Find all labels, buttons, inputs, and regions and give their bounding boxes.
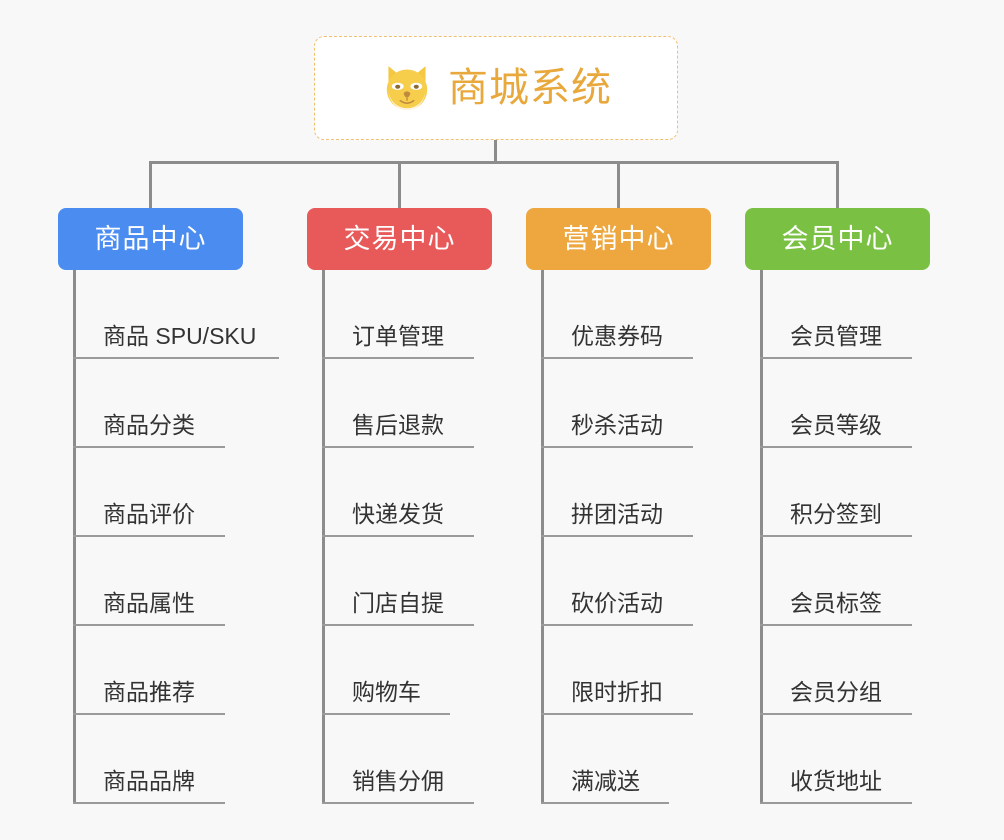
leaf-label: 优惠券码 — [571, 323, 663, 349]
connector-drop-2 — [398, 161, 401, 209]
leaf-underline — [73, 446, 225, 448]
leaf-label: 商品品牌 — [103, 768, 195, 794]
leaf-label: 积分签到 — [790, 501, 882, 527]
leaf-underline — [73, 624, 225, 626]
connector-drop-3 — [617, 161, 620, 209]
list-item[interactable]: 秒杀活动 — [541, 359, 771, 448]
leaf-underline — [760, 357, 912, 359]
list-item[interactable]: 门店自提 — [322, 537, 552, 626]
leaf-label: 收货地址 — [790, 768, 882, 794]
leaf-spine-4 — [760, 270, 763, 804]
list-item[interactable]: 积分签到 — [760, 448, 990, 537]
list-item[interactable]: 商品 SPU/SKU — [73, 270, 303, 359]
leaf-underline — [541, 446, 693, 448]
leaf-underline — [541, 624, 693, 626]
leaf-underline — [322, 713, 450, 715]
list-item[interactable]: 会员等级 — [760, 359, 990, 448]
category-label-1: 商品中心 — [94, 223, 207, 254]
category-label-3: 营销中心 — [562, 223, 675, 254]
list-item[interactable]: 快递发货 — [322, 448, 552, 537]
list-item[interactable]: 优惠券码 — [541, 270, 771, 359]
connector-drop-4 — [836, 161, 839, 209]
leaf-underline — [322, 446, 474, 448]
leaf-label: 销售分佣 — [352, 768, 444, 794]
list-item[interactable]: 售后退款 — [322, 359, 552, 448]
leaf-underline — [541, 535, 693, 537]
leaf-list-1: 商品 SPU/SKU 商品分类 商品评价 商品属性 商品推荐 商品品牌 — [73, 270, 303, 804]
leaf-underline — [760, 624, 912, 626]
connector-horizontal-bus — [149, 161, 839, 164]
list-item[interactable]: 会员分组 — [760, 626, 990, 715]
list-item[interactable]: 商品推荐 — [73, 626, 303, 715]
leaf-spine-2 — [322, 270, 325, 804]
leaf-label: 商品属性 — [103, 590, 195, 616]
leaf-spine-1 — [73, 270, 76, 804]
leaf-list-2: 订单管理 售后退款 快递发货 门店自提 购物车 销售分佣 — [322, 270, 552, 804]
leaf-list-3: 优惠券码 秒杀活动 拼团活动 砍价活动 限时折扣 满减送 — [541, 270, 771, 804]
leaf-label: 商品评价 — [103, 501, 195, 527]
leaf-label: 限时折扣 — [571, 679, 663, 705]
leaf-label: 会员标签 — [790, 590, 882, 616]
leaf-label: 商品推荐 — [103, 679, 195, 705]
leaf-label: 会员等级 — [790, 412, 882, 438]
leaf-label: 订单管理 — [352, 323, 444, 349]
leaf-underline — [73, 713, 225, 715]
leaf-underline — [541, 713, 693, 715]
leaf-label: 商品 SPU/SKU — [103, 323, 257, 349]
list-item[interactable]: 销售分佣 — [322, 715, 552, 804]
connector-root-stem — [494, 140, 497, 163]
leaf-underline — [322, 357, 474, 359]
shiba-dog-face-icon — [386, 66, 428, 111]
connector-drop-1 — [149, 161, 152, 209]
list-item[interactable]: 收货地址 — [760, 715, 990, 804]
leaf-underline — [73, 357, 279, 359]
list-item[interactable]: 满减送 — [541, 715, 771, 804]
list-item[interactable]: 砍价活动 — [541, 537, 771, 626]
category-header-2[interactable]: 交易中心 — [307, 208, 492, 270]
leaf-underline — [760, 446, 912, 448]
list-item[interactable]: 商品属性 — [73, 537, 303, 626]
list-item[interactable]: 会员标签 — [760, 537, 990, 626]
leaf-label: 砍价活动 — [571, 590, 663, 616]
leaf-label: 会员管理 — [790, 323, 882, 349]
leaf-label: 购物车 — [352, 679, 421, 705]
leaf-label: 满减送 — [571, 768, 640, 794]
category-header-4[interactable]: 会员中心 — [745, 208, 930, 270]
leaf-list-4: 会员管理 会员等级 积分签到 会员标签 会员分组 收货地址 — [760, 270, 990, 804]
leaf-label: 秒杀活动 — [571, 412, 663, 438]
leaf-label: 会员分组 — [790, 679, 882, 705]
list-item[interactable]: 限时折扣 — [541, 626, 771, 715]
list-item[interactable]: 商品评价 — [73, 448, 303, 537]
leaf-label: 快递发货 — [352, 501, 444, 527]
leaf-underline — [322, 802, 474, 804]
leaf-label: 门店自提 — [352, 590, 444, 616]
leaf-label: 售后退款 — [352, 412, 444, 438]
list-item[interactable]: 商品分类 — [73, 359, 303, 448]
leaf-underline — [541, 357, 693, 359]
leaf-label: 商品分类 — [103, 412, 195, 438]
category-label-2: 交易中心 — [343, 223, 456, 254]
list-item[interactable]: 商品品牌 — [73, 715, 303, 804]
leaf-label: 拼团活动 — [571, 501, 663, 527]
leaf-underline — [541, 802, 669, 804]
leaf-underline — [760, 802, 912, 804]
leaf-underline — [73, 535, 225, 537]
list-item[interactable]: 订单管理 — [322, 270, 552, 359]
root-title: 商城系统 — [448, 66, 612, 110]
leaf-spine-3 — [541, 270, 544, 804]
list-item[interactable]: 会员管理 — [760, 270, 990, 359]
category-header-3[interactable]: 营销中心 — [526, 208, 711, 270]
category-label-4: 会员中心 — [781, 223, 894, 254]
leaf-underline — [73, 802, 225, 804]
leaf-underline — [760, 535, 912, 537]
leaf-underline — [322, 535, 474, 537]
root-node-mall-system[interactable]: 商城系统 — [314, 36, 678, 140]
list-item[interactable]: 购物车 — [322, 626, 552, 715]
category-header-1[interactable]: 商品中心 — [58, 208, 243, 270]
leaf-underline — [322, 624, 474, 626]
list-item[interactable]: 拼团活动 — [541, 448, 771, 537]
leaf-underline — [760, 713, 912, 715]
